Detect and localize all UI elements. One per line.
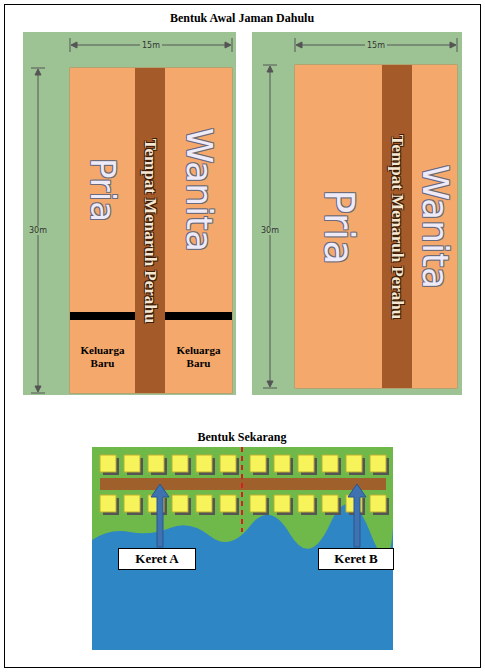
dimension-label: 30m — [259, 226, 281, 235]
partition-wall — [70, 312, 135, 320]
keret-label: Keret B — [334, 551, 377, 567]
area-label: Pria — [86, 158, 120, 222]
pointer-arrows — [151, 484, 366, 547]
heading: Bentuk Awal Jaman Dahulu — [170, 11, 314, 26]
land — [92, 447, 393, 650]
dimension-label: 30m — [27, 226, 49, 235]
section-heading: Bentuk Sekarang — [197, 430, 286, 445]
boat-storage-strip: Tempat Menaruh Perahu — [135, 68, 165, 393]
outer-frame — [5, 5, 481, 668]
dimension-label: 15m — [365, 41, 387, 50]
men-area: Pria — [295, 65, 382, 388]
dimension-lines — [31, 38, 232, 393]
sea — [92, 504, 393, 650]
area-label: Wanita — [417, 164, 453, 288]
strip-label: Tempat Menaruh Perahu — [142, 138, 159, 323]
dimension-lines — [263, 38, 457, 388]
houses — [100, 455, 389, 515]
new-family-room: Keluarga Baru — [70, 320, 135, 393]
area-label: Pria — [319, 189, 359, 265]
room-label: Keluarga Baru — [70, 344, 135, 369]
women-area: Wanita — [165, 68, 232, 312]
keret-label: Keret A — [135, 551, 178, 567]
land-plot — [23, 32, 236, 395]
land-plot — [252, 32, 462, 395]
boundary-line — [241, 447, 243, 532]
area-label: Wanita — [181, 128, 217, 252]
women-area: Wanita — [412, 65, 457, 388]
keret-label-box: Keret A — [118, 548, 196, 570]
partition-wall — [165, 312, 232, 320]
men-area: Pria — [70, 68, 135, 312]
room-label: Keluarga Baru — [165, 344, 232, 369]
house-floor — [295, 65, 457, 388]
boat-storage-strip: Tempat Menaruh Perahu — [382, 65, 412, 388]
keret-label-box: Keret B — [318, 548, 394, 570]
dimension-label: 15m — [140, 41, 162, 50]
new-family-room: Keluarga Baru — [165, 320, 232, 393]
house-floor — [70, 68, 232, 393]
strip-label: Tempat Menaruh Perahu — [389, 134, 406, 319]
